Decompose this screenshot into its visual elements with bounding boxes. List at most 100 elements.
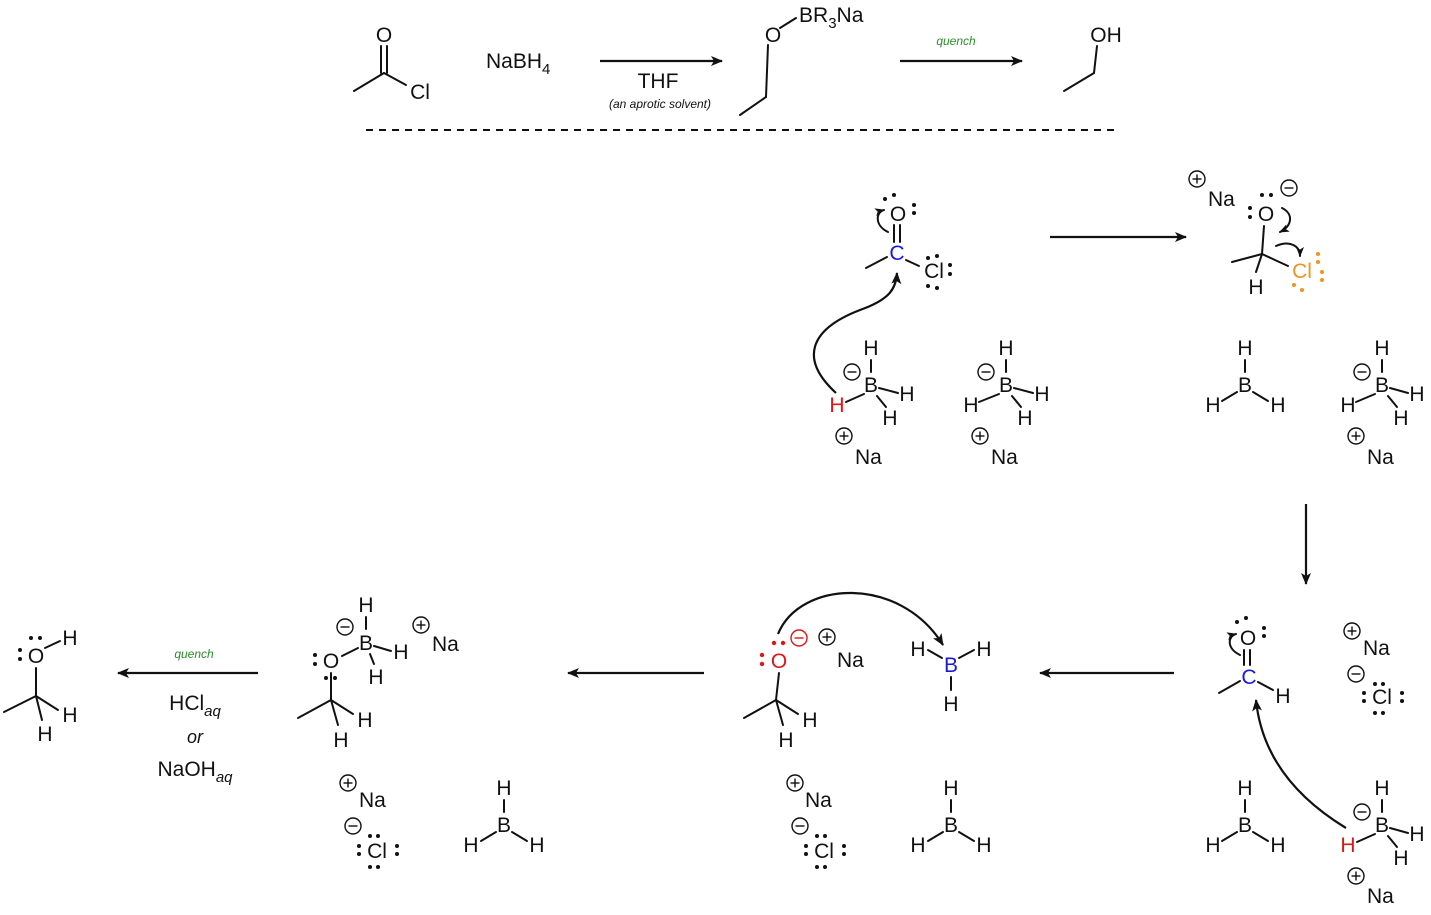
hydrogen-label: H xyxy=(1034,383,1049,406)
oxygen-label: O xyxy=(1258,203,1274,226)
quench-label: quench xyxy=(174,647,214,661)
hydrogen-label: H xyxy=(1270,394,1285,417)
hydrogen-label: H xyxy=(1270,834,1285,857)
ethanol-final-product: O H H H xyxy=(3,627,78,746)
borane-bh3: H B H H xyxy=(1205,777,1285,857)
boron-label: B xyxy=(864,374,878,397)
sodium-borohydride-reagent: NaBH4 xyxy=(486,50,550,78)
chloride-label: Cl xyxy=(814,840,834,863)
hydrogen-label: H xyxy=(1205,394,1220,417)
ethoxide: O Na H H xyxy=(743,628,864,752)
acid-label: HCl xyxy=(169,692,204,715)
sodium-label: Na xyxy=(359,789,386,812)
hydrogen-label: H xyxy=(863,337,878,360)
oxygen-label: O xyxy=(323,650,339,673)
hydrogen-label: H xyxy=(496,777,511,800)
hydrogen-label: H xyxy=(1393,407,1408,430)
sodium-label: Na xyxy=(1363,637,1390,660)
step1-hydride-attack: O C Cl H B H H H Na H xyxy=(812,193,1050,469)
hydride-attack-curved-arrow xyxy=(1252,699,1347,829)
hydrogen-label: H xyxy=(910,638,925,661)
hydrogen-label: H xyxy=(943,777,958,800)
sodium-label: Na xyxy=(1367,885,1394,908)
boron-label: B xyxy=(359,632,373,655)
borane-acceptor: H B H H xyxy=(910,638,991,716)
reagent-subscript: 4 xyxy=(542,61,550,78)
sodium-label: Na xyxy=(837,4,864,27)
hydrogen-label: H xyxy=(37,723,52,746)
hydrogen-label: H xyxy=(463,834,478,857)
tetrahedral-alkoxide: Na O H Cl xyxy=(1188,170,1324,299)
hydrogen-label: H xyxy=(1340,394,1355,417)
borane-bh3: H B H H xyxy=(1205,337,1285,417)
hydrogen-label: H xyxy=(899,383,914,406)
hydrogen-label: H xyxy=(976,834,991,857)
hydrogen-label: H xyxy=(1237,337,1252,360)
hydrogen-label: H xyxy=(1275,685,1290,708)
chlorine-label: Cl xyxy=(410,81,430,104)
step4-alkoxide-borane: O Na H H H B H H Na Cl xyxy=(743,591,992,869)
quench-label: quench xyxy=(936,34,976,48)
reagent-formula: NaBH xyxy=(486,50,542,73)
svg-text:BR3Na: BR3Na xyxy=(799,4,864,32)
sodium-label: Na xyxy=(432,633,459,656)
hydrogen-label: H xyxy=(62,704,77,727)
boron-label: B xyxy=(1375,374,1389,397)
hydrogen-label: H xyxy=(358,594,373,617)
boron-label: B xyxy=(944,654,958,677)
final-quench-step: quench HClaq or NaOHaq xyxy=(117,647,258,786)
acetyl-chloride-electron-pushing: O C Cl xyxy=(865,193,952,290)
alkoxyborate-intermediate: O BR3Na xyxy=(739,4,864,116)
svg-text:HClaq: HClaq xyxy=(169,692,221,720)
borane-bh3: H B H H xyxy=(463,777,544,857)
svg-text:NaOHaq: NaOHaq xyxy=(157,758,233,786)
hydrogen-label: H xyxy=(778,729,793,752)
hydrogen-label: H xyxy=(357,709,372,732)
reaction-arrow-thf: THF (an aprotic solvent) xyxy=(600,56,723,111)
pi-bond-curved-arrow xyxy=(874,208,889,233)
acetaldehyde: O C H xyxy=(1218,616,1291,708)
hydrogen-label: H xyxy=(1374,337,1389,360)
oxygen-label: O xyxy=(765,24,781,47)
boron-label: B xyxy=(1238,814,1252,837)
hydride-attack-curved-arrow xyxy=(812,272,902,394)
boron-label: B xyxy=(497,814,511,837)
oxygen-label: O xyxy=(376,24,392,47)
overview-reaction: O Cl NaBH4 THF (an aprotic solvent) O BR… xyxy=(353,4,1122,116)
hydrogen-label: H xyxy=(1205,834,1220,857)
boron-label: B xyxy=(1375,814,1389,837)
nacl-ion-pair: Na Cl xyxy=(339,774,399,869)
hydrogen-label: H xyxy=(1017,407,1032,430)
hydrogen-label: H xyxy=(882,407,897,430)
hydrogen-label: H xyxy=(1393,847,1408,870)
solvent-note: (an aprotic solvent) xyxy=(609,97,711,111)
oxygen-label: O xyxy=(28,645,44,668)
borohydride-c: H B H H H Na xyxy=(1340,337,1424,469)
borohydride-b: H B H H H Na xyxy=(963,337,1049,469)
ethanol-product: OH xyxy=(1063,24,1122,92)
hydrogen-label: H xyxy=(963,394,978,417)
hydrogen-label: H xyxy=(998,337,1013,360)
hydrogen-label: H xyxy=(802,709,817,732)
hydrogen-label: H xyxy=(368,666,383,689)
hydrogen-label: H xyxy=(1409,823,1424,846)
chloride-label: Cl xyxy=(367,840,387,863)
oxygen-label: O xyxy=(890,203,906,226)
hydrogen-label: H xyxy=(1248,276,1263,299)
carbonyl-carbon-label: C xyxy=(1241,666,1256,689)
nacl-ion-pair: Na Cl xyxy=(786,774,846,869)
hydrogen-label: H xyxy=(529,834,544,857)
pi-bond-curved-arrow xyxy=(1226,632,1241,656)
alkoxide-to-borane-curved-arrow xyxy=(776,591,944,646)
chloride-leaving-label: Cl xyxy=(1292,260,1312,283)
borane-spectator: H B H H xyxy=(910,777,991,857)
solvent-label: THF xyxy=(638,70,679,93)
boron-label: B xyxy=(944,814,958,837)
sodium-label: Na xyxy=(837,649,864,672)
hydrogen-label: H xyxy=(943,693,958,716)
boron-group-subscript: 3 xyxy=(828,15,836,32)
quench-arrow: quench xyxy=(900,34,1023,66)
hydrogen-label: H xyxy=(393,641,408,664)
step2-tetrahedral-intermediate: Na O H Cl H B H H H xyxy=(1188,170,1425,469)
